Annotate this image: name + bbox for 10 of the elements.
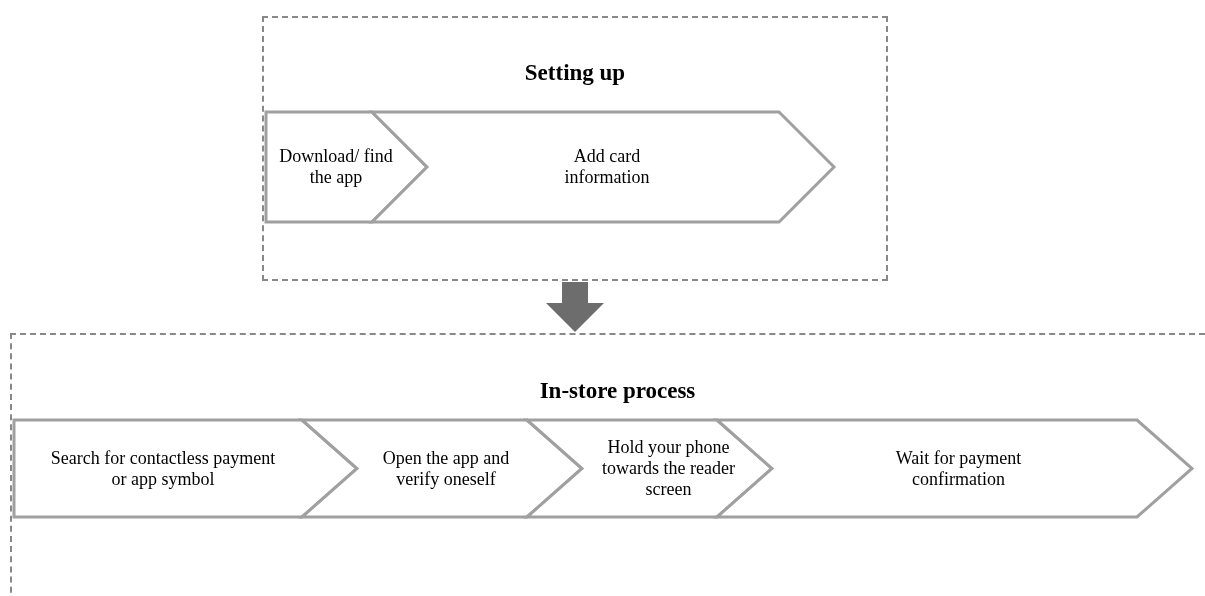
step-label: Wait for payment confirmation — [894, 447, 1023, 490]
group-title: Setting up — [524, 60, 626, 86]
step-label: Open the app and verify oneself — [381, 447, 511, 490]
step-label: Download/ find the app — [278, 146, 394, 188]
down-arrow — [546, 282, 604, 332]
step-label: Search for contactless payment or app symbol — [49, 447, 277, 490]
step-label: Hold your phone towards the reader screen — [601, 437, 736, 500]
step-label: Add card information — [563, 146, 651, 188]
group-title: In-store process — [539, 378, 696, 404]
dashed-group-frame — [262, 16, 888, 281]
